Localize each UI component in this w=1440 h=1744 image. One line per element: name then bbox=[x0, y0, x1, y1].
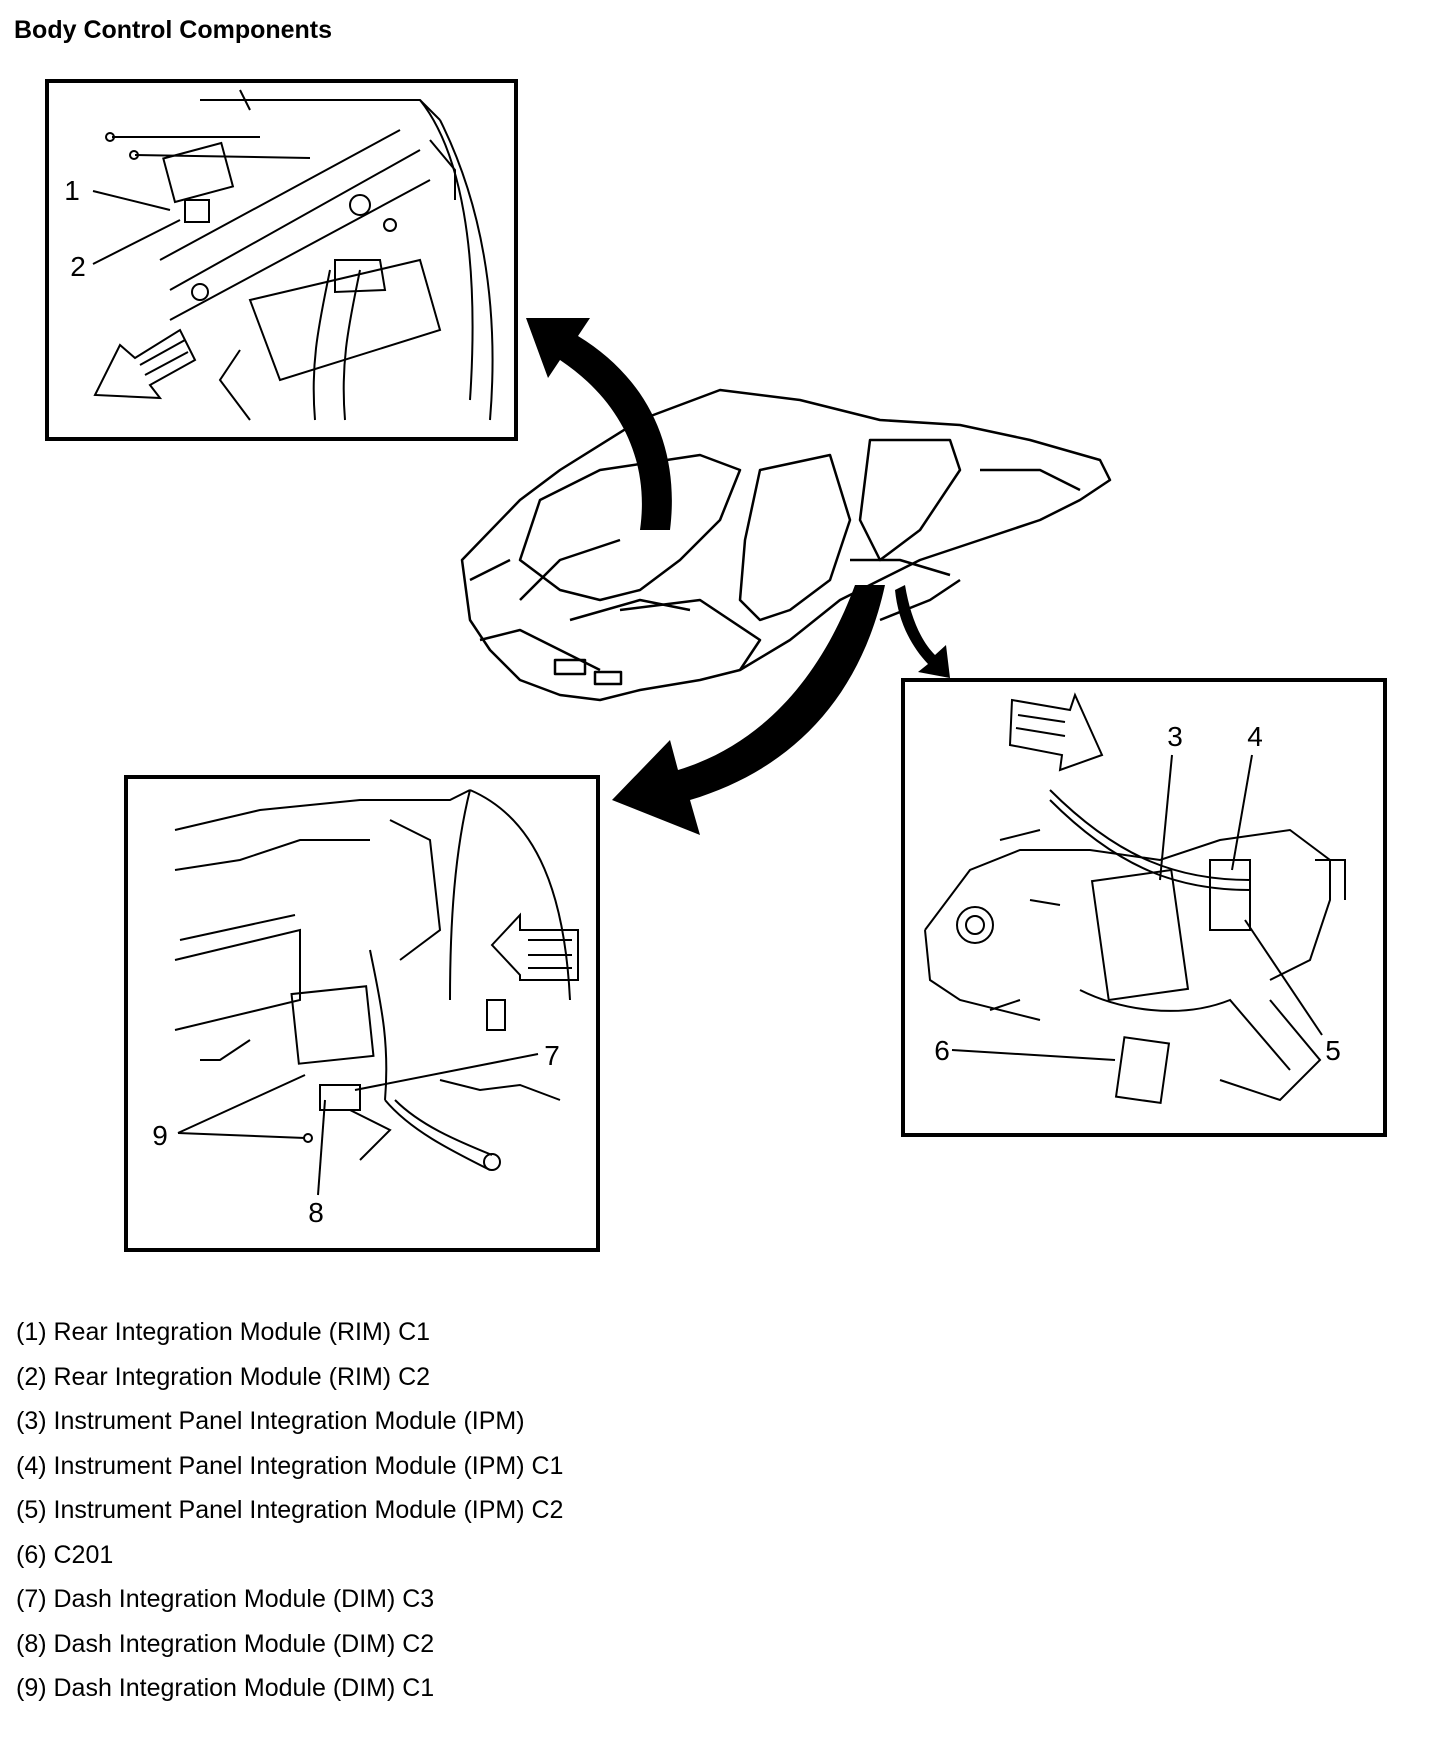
body-control-components-diagram: 1 2 3 bbox=[45, 79, 1387, 1252]
legend-item: (6) C201 bbox=[16, 1540, 114, 1569]
inset-dash-integration-module: 7 8 9 bbox=[124, 775, 600, 1252]
direction-arrow-rim bbox=[93, 328, 197, 400]
legend-item: (7) Dash Integration Module (DIM) C3 bbox=[16, 1585, 435, 1613]
callout-8: 8 bbox=[308, 1197, 324, 1228]
arrow-to-dim-inset bbox=[612, 585, 885, 835]
pointer-arrows bbox=[526, 318, 950, 835]
direction-arrow-ipm bbox=[1008, 692, 1104, 772]
legend-item: (1) Rear Integration Module (RIM) C1 bbox=[16, 1318, 431, 1346]
direction-arrow-dim bbox=[490, 912, 579, 981]
callout-6: 6 bbox=[934, 1035, 950, 1066]
vehicle-body-illustration bbox=[460, 388, 1112, 702]
legend-item: (8) Dash Integration Module (DIM) C2 bbox=[16, 1629, 435, 1658]
callout-5: 5 bbox=[1325, 1035, 1341, 1066]
callout-9: 9 bbox=[152, 1120, 168, 1151]
callout-2: 2 bbox=[70, 251, 86, 282]
callout-4: 4 bbox=[1247, 721, 1263, 752]
legend-item: (5) Instrument Panel Integration Module … bbox=[16, 1496, 564, 1524]
inset-instrument-panel-integration-module: 3 4 5 6 bbox=[901, 678, 1387, 1137]
arrow-to-ipm-inset bbox=[895, 585, 950, 678]
arrow-to-rim-inset bbox=[526, 318, 672, 530]
callout-3: 3 bbox=[1167, 721, 1183, 752]
component-legend: (1) Rear Integration Module (RIM) C1 (2)… bbox=[16, 1310, 563, 1711]
legend-item: (3) Instrument Panel Integration Module … bbox=[16, 1407, 525, 1435]
legend-item: (9) Dash Integration Module (DIM) C1 bbox=[16, 1674, 435, 1702]
page-title: Body Control Components bbox=[14, 16, 333, 44]
callout-7: 7 bbox=[544, 1040, 560, 1071]
callout-1: 1 bbox=[64, 175, 80, 206]
inset-rear-integration-module: 1 2 bbox=[45, 79, 518, 441]
legend-item: (4) Instrument Panel Integration Module … bbox=[16, 1451, 564, 1480]
legend-item: (2) Rear Integration Module (RIM) C2 bbox=[16, 1362, 431, 1391]
